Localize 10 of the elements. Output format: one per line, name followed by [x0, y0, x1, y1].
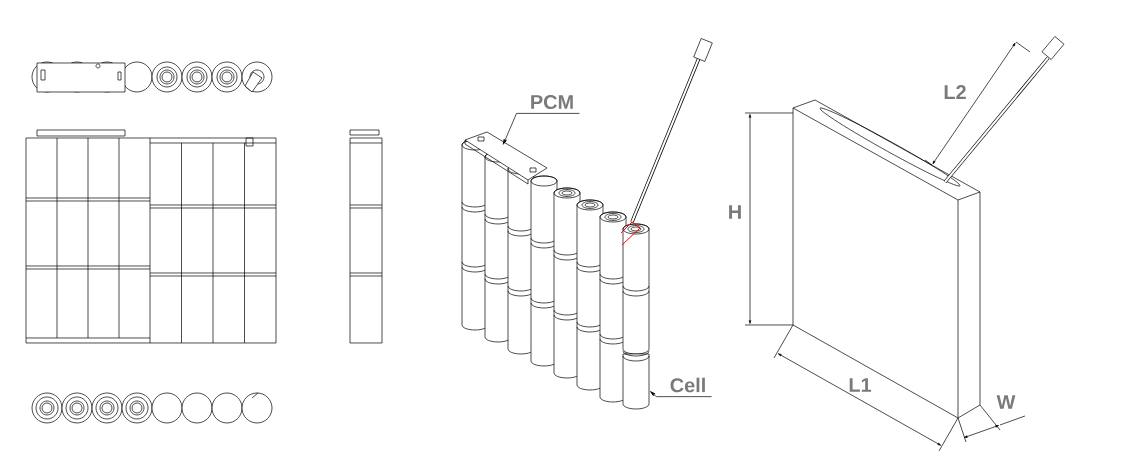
cell-cylinder — [622, 350, 650, 410]
part-label: Cell — [670, 377, 705, 393]
leader-line — [650, 391, 712, 397]
leader-line — [502, 113, 580, 145]
dimension-label: L1 — [849, 378, 872, 392]
dimension-label: H — [729, 205, 741, 219]
pcm-board — [464, 131, 548, 185]
dimension-label: W — [996, 395, 1016, 409]
part-label: PCM — [531, 94, 573, 110]
dimension-label: L2 — [944, 85, 966, 99]
